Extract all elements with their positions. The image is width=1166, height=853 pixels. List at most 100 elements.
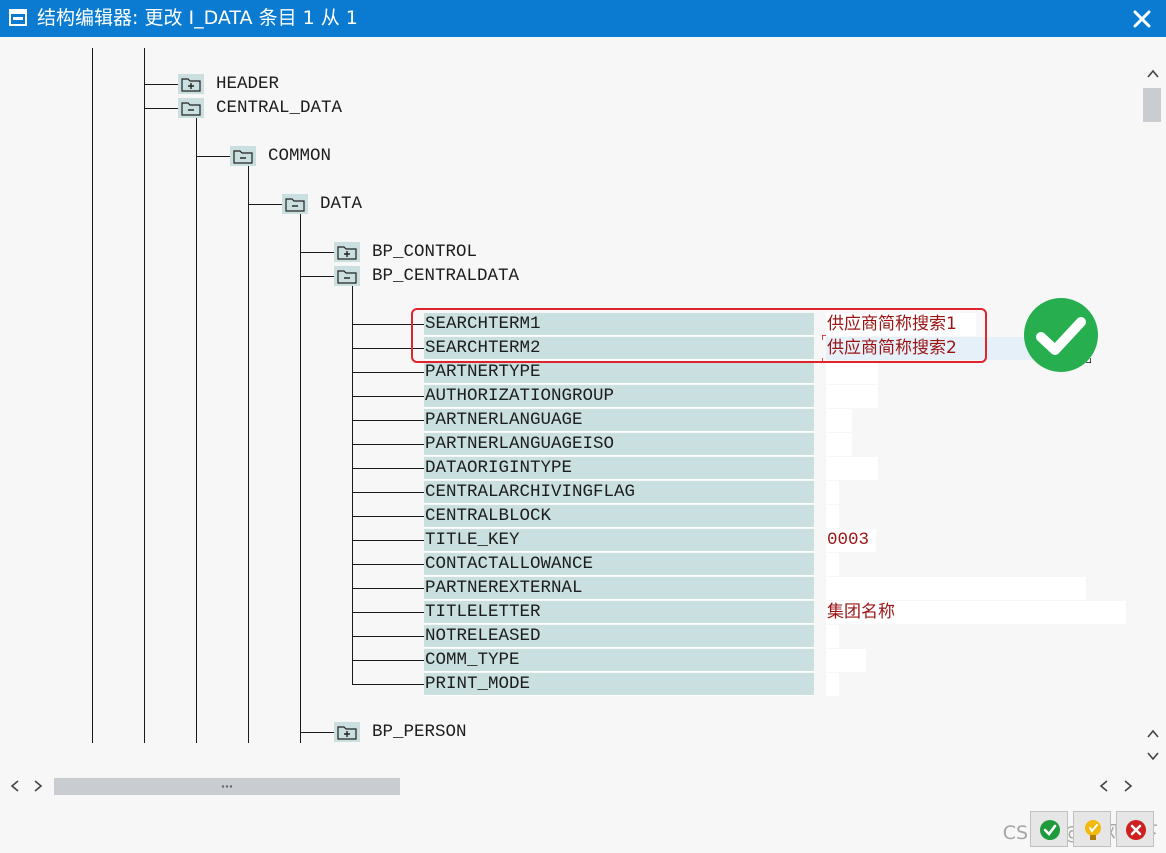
field-name: PARTNERTYPE: [425, 362, 541, 382]
scroll-left-icon[interactable]: [1097, 779, 1111, 793]
field-value-input[interactable]: 供应商简称搜索2: [826, 337, 1088, 360]
tree-node-data[interactable]: DATA: [320, 194, 363, 214]
field-row: CENTRALBLOCK: [424, 505, 814, 528]
field-row: TITLE_KEY: [424, 529, 814, 552]
field-value-input[interactable]: [826, 481, 839, 504]
tree-line: [352, 684, 424, 685]
cancel-icon: [1126, 820, 1146, 840]
folder-minus-icon[interactable]: [334, 266, 360, 286]
tree-line: [352, 276, 353, 684]
tree-line: [352, 612, 424, 613]
field-value-input[interactable]: [826, 577, 1086, 600]
check-icon: [1040, 820, 1060, 840]
field-value-input[interactable]: [826, 385, 878, 408]
vertical-scrollbar[interactable]: [1140, 37, 1166, 773]
field-name: COMM_TYPE: [425, 650, 520, 670]
field-name: SEARCHTERM1: [425, 314, 541, 334]
field-value-input[interactable]: 0003: [826, 529, 876, 552]
structure-tree: HEADER CENTRAL_DATA COMMON DATA BP_CONTR…: [0, 37, 1140, 773]
field-value-input[interactable]: [826, 673, 839, 696]
field-row: CENTRALARCHIVINGFLAG: [424, 481, 814, 504]
tree-node-bp-centraldata[interactable]: BP_CENTRALDATA: [372, 266, 520, 286]
footer-toolbar: [0, 799, 1166, 853]
field-row: CONTACTALLOWANCE: [424, 553, 814, 576]
folder-plus-icon[interactable]: [334, 722, 360, 742]
tree-line: [352, 564, 424, 565]
tree-line: [144, 84, 178, 85]
field-name: TITLE_KEY: [425, 530, 520, 550]
horizontal-scroll-thumb[interactable]: [54, 778, 400, 795]
tree-line: [352, 372, 424, 373]
field-name: SEARCHTERM2: [425, 338, 541, 358]
annotation-highlight: [411, 308, 987, 363]
field-value-input[interactable]: [826, 409, 852, 432]
field-name: TITLELETTER: [425, 602, 541, 622]
field-name: PARTNERLANGUAGEISO: [425, 434, 615, 454]
field-name: PARTNEREXTERNAL: [425, 578, 583, 598]
tree-line: [144, 108, 178, 109]
vertical-scroll-thumb[interactable]: [1143, 88, 1161, 122]
field-value-input[interactable]: 集团名称: [826, 601, 1126, 624]
scroll-up-icon[interactable]: [1146, 67, 1160, 81]
field-row: PARTNEREXTERNAL: [424, 577, 814, 600]
scroll-up-icon[interactable]: [1146, 727, 1160, 741]
tree-node-bp-person[interactable]: BP_PERSON: [372, 722, 467, 742]
tree-line: [300, 252, 334, 253]
grip-icon: [221, 785, 233, 788]
tree-line: [352, 636, 424, 637]
folder-plus-icon[interactable]: [178, 74, 204, 94]
tree-line: [300, 732, 334, 733]
folder-minus-icon[interactable]: [230, 146, 256, 166]
field-value-input[interactable]: [826, 505, 839, 528]
tree-line: [352, 516, 424, 517]
field-row: PARTNERTYPE: [424, 361, 814, 384]
tree-line: [352, 396, 424, 397]
tree-line: [352, 324, 424, 325]
tree-line: [352, 492, 424, 493]
field-value-input[interactable]: [826, 649, 866, 672]
tree-line: [196, 108, 197, 743]
field-name: AUTHORIZATIONGROUP: [425, 386, 615, 406]
field-value-input[interactable]: [826, 433, 852, 456]
close-icon[interactable]: [1130, 7, 1154, 31]
field-row: DATAORIGINTYPE: [424, 457, 814, 480]
folder-minus-icon[interactable]: [282, 194, 308, 214]
field-row: PARTNERLANGUAGE: [424, 409, 814, 432]
scroll-left-icon[interactable]: [8, 779, 22, 793]
folder-plus-icon[interactable]: [334, 242, 360, 262]
tree-node-common[interactable]: COMMON: [268, 146, 332, 166]
cancel-button[interactable]: [1116, 811, 1154, 847]
tree-line: [352, 348, 424, 349]
field-value-input[interactable]: 供应商简称搜索1: [826, 313, 976, 336]
tree-node-header[interactable]: HEADER: [216, 74, 280, 94]
field-value-input[interactable]: [826, 553, 839, 576]
field-row: PARTNERLANGUAGEISO: [424, 433, 814, 456]
field-name: PRINT_MODE: [425, 674, 531, 694]
field-value-input[interactable]: [826, 625, 839, 648]
scroll-right-icon[interactable]: [1121, 779, 1135, 793]
field-row: AUTHORIZATIONGROUP: [424, 385, 814, 408]
tree-node-bp-control[interactable]: BP_CONTROL: [372, 242, 478, 262]
tree-node-central-data[interactable]: CENTRAL_DATA: [216, 98, 343, 118]
field-value-input[interactable]: [826, 457, 878, 480]
field-row: PRINT_MODE: [424, 673, 814, 696]
field-row: TITLELETTER: [424, 601, 814, 624]
check-entries-button[interactable]: [1073, 811, 1111, 847]
field-value-input[interactable]: [826, 361, 878, 384]
field-name: NOTRELEASED: [425, 626, 541, 646]
confirm-button[interactable]: [1030, 811, 1068, 847]
tree-line: [248, 156, 249, 743]
scroll-down-icon[interactable]: [1146, 749, 1160, 763]
tree-line: [300, 204, 301, 743]
folder-minus-icon[interactable]: [178, 98, 204, 118]
field-name: CENTRALARCHIVINGFLAG: [425, 482, 636, 502]
field-name: DATAORIGINTYPE: [425, 458, 573, 478]
field-name: CONTACTALLOWANCE: [425, 554, 594, 574]
lightbulb-icon: [1085, 820, 1101, 840]
tree-line: [352, 540, 424, 541]
tree-line: [352, 588, 424, 589]
tree-line: [92, 48, 93, 743]
tree-line: [248, 204, 282, 205]
scroll-right-icon[interactable]: [31, 779, 45, 793]
tree-line: [196, 156, 230, 157]
